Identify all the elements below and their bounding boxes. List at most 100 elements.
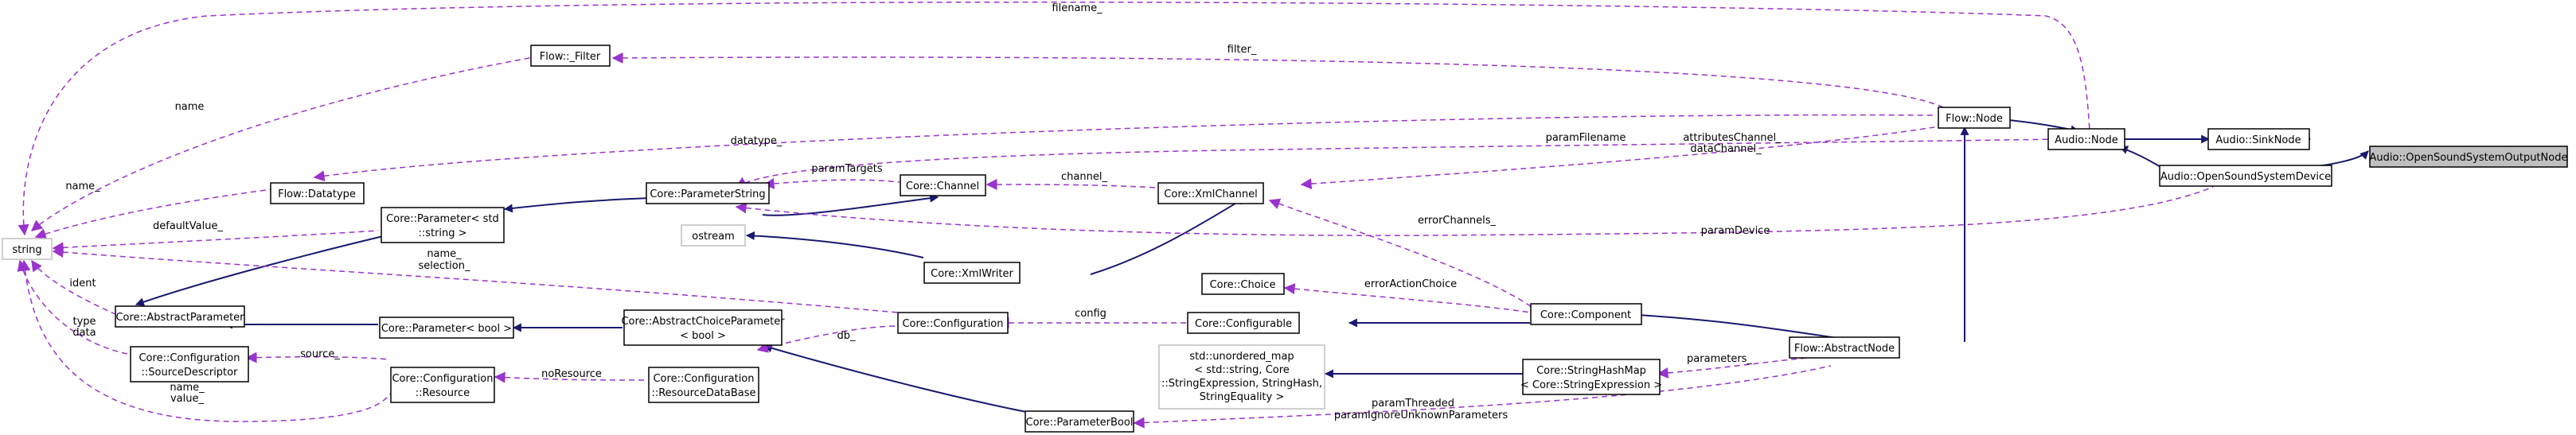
- node-label: ostream: [692, 231, 735, 243]
- node-label: Flow::Node: [1946, 113, 2003, 125]
- node-label-line-1: Core::Configuration: [653, 373, 754, 385]
- node-label: Core::ParameterBool: [1026, 417, 1134, 429]
- node-std-unordered-map[interactable]: std::unordered_map < std::string, Core :…: [1158, 344, 1325, 410]
- node-core-string-hash-map[interactable]: Core::StringHashMap < Core::StringExpres…: [1520, 359, 1662, 395]
- node-core-configurable[interactable]: Core::Configurable: [1187, 312, 1300, 334]
- edge-parameterstring-paramdevice: [735, 186, 2214, 236]
- node-core-abstract-choice-parameter[interactable]: Core::AbstractChoiceParameter < bool >: [621, 309, 785, 346]
- node-core-parameter-string[interactable]: Core::ParameterString: [646, 182, 770, 204]
- node-label-line-2: < bool >: [680, 330, 726, 342]
- node-label: Core::Parameter< bool >: [381, 323, 512, 335]
- node-core-choice[interactable]: Core::Choice: [1201, 273, 1285, 295]
- node-label-line-1: Core::AbstractChoiceParameter: [621, 316, 785, 328]
- edge-label-no-resource: noResource: [541, 368, 602, 380]
- node-label: string: [12, 244, 41, 256]
- node-label-line-1: Core::Parameter< std: [386, 213, 499, 225]
- edge-label-name-selection-1: name_: [427, 248, 462, 260]
- edge-parameterstring-paramfilename: [735, 138, 2059, 188]
- node-label: Core::Choice: [1210, 279, 1276, 291]
- edge-abstractchoice-to-parameterbool: [763, 344, 1036, 414]
- edge-xmlchannel-to-xmlwriter: [1090, 196, 1247, 275]
- edge-label-filename: filename_: [1052, 2, 1103, 14]
- edge-filter-filter: [611, 52, 1951, 112]
- edge-label-type-data-1: type: [72, 316, 96, 328]
- node-flow-datatype[interactable]: Flow::Datatype: [270, 182, 365, 204]
- edge-string-name-value: [19, 259, 391, 422]
- edge-string-filename: [18, 1, 2090, 236]
- node-label: Core::Configurable: [1195, 318, 1292, 330]
- node-core-component[interactable]: Core::Component: [1530, 303, 1642, 325]
- node-core-channel[interactable]: Core::Channel: [900, 174, 986, 196]
- inheritance-edges: [135, 117, 2369, 414]
- edge-label-name-value-1: name_: [170, 382, 205, 394]
- edge-label-param-targets: paramTargets: [811, 163, 882, 175]
- edge-string-name-selection: [52, 247, 899, 313]
- edge-label-config: config: [1075, 308, 1107, 320]
- edge-label-param-filename: paramFilename: [1546, 132, 1626, 144]
- node-label: Flow::_Filter: [540, 51, 601, 63]
- node-core-xml-writer[interactable]: Core::XmlWriter: [923, 262, 1021, 284]
- node-core-config-resource[interactable]: Core::Configuration ::Resource: [390, 367, 495, 403]
- node-label-line-2: ::SourceDescriptor: [142, 367, 239, 379]
- node-string[interactable]: string: [2, 238, 53, 260]
- edge-label-param-threaded: paramThreaded: [1372, 398, 1454, 410]
- edge-string-name-filter: [30, 56, 534, 231]
- node-label-line-2: < std::string, Core: [1194, 364, 1290, 376]
- edge-label-default-value: defaultValue_: [153, 220, 223, 232]
- edge-string-ident: [31, 259, 116, 315]
- node-label: Core::Configuration: [902, 318, 1003, 330]
- edge-datatype-datatype: [313, 114, 1935, 182]
- node-core-config-resource-database[interactable]: Core::Configuration ::ResourceDataBase: [648, 367, 759, 403]
- edge-label-name-datatype: name_: [65, 181, 100, 192]
- node-core-parameter-bool[interactable]: Core::Parameter< bool >: [379, 317, 514, 339]
- edge-channel-to-xmlchannel: [762, 193, 939, 216]
- node-flow-abstract-node[interactable]: Flow::AbstractNode: [1789, 336, 1900, 359]
- node-core-xml-channel[interactable]: Core::XmlChannel: [1157, 182, 1264, 204]
- edge-labels: filename_ filter_ name datatype_ name_ p…: [65, 2, 1782, 421]
- edge-label-name-filter: name: [175, 101, 205, 113]
- edge-label-param-ignore: paramIgnoreUnknownParameters: [1334, 410, 1509, 421]
- edge-string-defaultvalue: [52, 230, 379, 254]
- node-core-parameter-bool-class[interactable]: Core::ParameterBool: [1025, 410, 1134, 433]
- node-core-parameter-std-string[interactable]: Core::Parameter< std ::string >: [381, 207, 505, 243]
- node-label-line-1: Core::Configuration: [139, 352, 240, 364]
- node-label-line-1: Core::StringHashMap: [1536, 365, 1646, 377]
- node-label-line-1: std::unordered_map: [1189, 351, 1294, 363]
- edge-label-error-action-choice: errorActionChoice: [1364, 278, 1457, 290]
- node-audio-opensound-output-node[interactable]: Audio::OpenSoundSystemOutputNode: [2369, 146, 2568, 168]
- edge-string-name-datatype: [34, 188, 273, 239]
- edge-label-data-channel: dataChannel_: [1690, 143, 1762, 155]
- node-core-configuration[interactable]: Core::Configuration: [897, 312, 1009, 334]
- edge-label-channel: channel_: [1061, 171, 1107, 183]
- edge-label-param-device: paramDevice: [1701, 225, 1770, 237]
- edge-label-db: db_: [837, 330, 856, 342]
- edge-ostream-to-xmlwriter: [745, 231, 924, 258]
- node-label-line-1: Core::Configuration: [392, 373, 493, 385]
- node-audio-node[interactable]: Audio::Node: [2047, 128, 2125, 150]
- node-label-line-2: ::string >: [418, 227, 466, 239]
- node-audio-sink-node[interactable]: Audio::SinkNode: [2207, 128, 2310, 150]
- node-flow-filter[interactable]: Flow::_Filter: [530, 45, 611, 67]
- node-audio-opensound-device[interactable]: Audio::OpenSoundSystemDevice: [2159, 165, 2332, 187]
- node-core-abstract-parameter[interactable]: Core::AbstractParameter: [115, 305, 245, 328]
- node-ostream[interactable]: ostream: [681, 224, 746, 247]
- edge-label-type-data-2: data: [72, 327, 96, 339]
- node-core-config-source-descriptor[interactable]: Core::Configuration ::SourceDescriptor: [130, 346, 249, 383]
- node-label-line-2: < Core::StringExpression >: [1520, 379, 1662, 391]
- nodes: Audio::OpenSoundSystemOutputNode Audio::…: [2, 45, 2568, 433]
- edge-parameterbool-paramthreaded: [1133, 365, 1832, 429]
- node-label-line-3: ::StringExpression, StringHash,: [1161, 378, 1322, 390]
- edge-label-attributes-channel: attributesChannel_: [1683, 132, 1782, 144]
- edge-xmlchannel-attributes: [1300, 126, 1935, 190]
- node-label: Core::Component: [1540, 309, 1631, 321]
- node-flow-node[interactable]: Flow::Node: [1938, 107, 2011, 129]
- node-label: Core::AbstractParameter: [115, 312, 244, 324]
- usage-edges: [17, 1, 2214, 429]
- edge-xmlchannel-channel: [986, 179, 1157, 191]
- edge-label-name-value-2: value_: [170, 393, 205, 405]
- node-label: Core::XmlChannel: [1164, 188, 1257, 200]
- node-label: Audio::OpenSoundSystemDevice: [2160, 171, 2331, 183]
- node-label: Core::Channel: [906, 181, 979, 192]
- edge-label-ident: ident: [69, 278, 96, 289]
